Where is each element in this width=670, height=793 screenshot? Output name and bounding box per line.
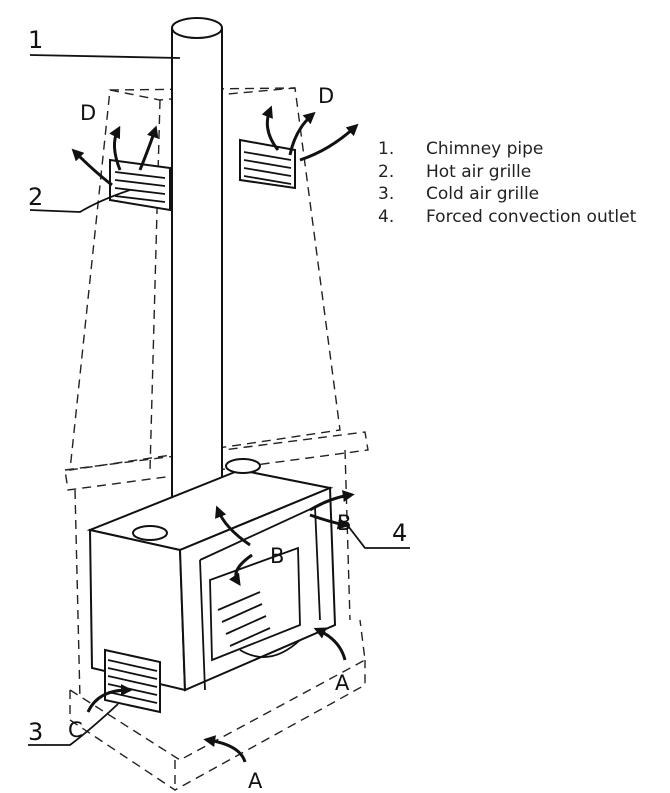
legend-label: Cold air grille [426, 184, 540, 205]
callout-2: 2 [28, 183, 43, 211]
legend-number: 2. [378, 161, 395, 182]
airflow-label-b-right: B [337, 511, 351, 535]
airflow-label-a-right: A [335, 671, 350, 695]
leader-lines [28, 54, 410, 746]
callout-3: 3 [28, 718, 43, 746]
legend: 1. Chimney pipe 2. Hot air grille 3. Col… [378, 138, 636, 228]
legend-item: 4. Forced convection outlet [378, 206, 636, 229]
chimney-pipe [171, 17, 223, 522]
legend-label: Hot air grille [426, 161, 532, 182]
airflow-label-c: C [68, 718, 83, 742]
legend-number: 3. [378, 184, 395, 205]
callout-4: 4 [392, 519, 407, 547]
legend-number: 4. [378, 206, 395, 227]
airflow-label-d-left: D [80, 101, 96, 125]
legend-item: 2. Hot air grille [378, 161, 636, 184]
airflow-label-d-right: D [318, 84, 334, 108]
cold-air-grille [104, 648, 161, 714]
legend-label: Chimney pipe [426, 139, 544, 160]
hood-outline [64, 87, 369, 791]
airflow-label-a-front: A [248, 769, 263, 793]
legend-label: Forced convection outlet [426, 206, 637, 227]
legend-number: 1. [378, 139, 395, 160]
hot-air-grille-left [109, 158, 171, 212]
legend-item: 3. Cold air grille [378, 183, 636, 206]
airflow-label-b-front: B [270, 544, 284, 568]
airflow-arrows [71, 105, 359, 763]
callout-1: 1 [28, 26, 43, 54]
stove-body [86, 458, 337, 692]
hot-air-grille-right [239, 138, 296, 190]
legend-item: 1. Chimney pipe [378, 138, 636, 161]
